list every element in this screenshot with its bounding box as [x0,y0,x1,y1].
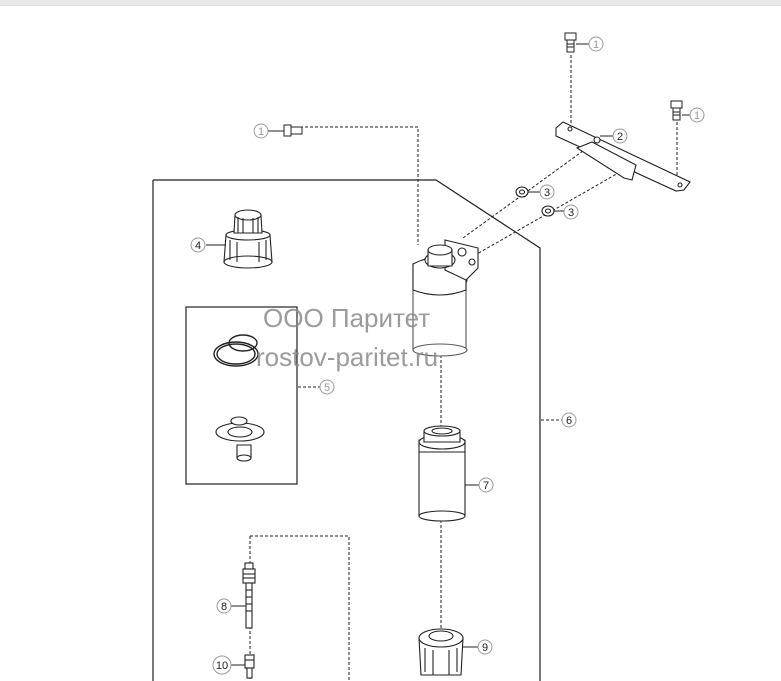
svg-text:10: 10 [216,660,228,672]
callout-9: 9 [477,639,493,655]
sensor-rod-icon [242,562,256,629]
svg-text:5: 5 [324,382,330,394]
kit-box [185,306,298,485]
callout-5: 5 [319,379,335,395]
water-bowl-icon [418,628,464,676]
top-bar [0,0,781,6]
svg-text:7: 7 [483,480,489,492]
bolt-left-icon [283,124,303,137]
watermark-company: ООО Паритет [263,303,431,333]
svg-text:1: 1 [258,126,264,138]
filter-element-icon [418,425,466,522]
seal-ring-icon [213,334,259,367]
callout-8: 8 [216,598,232,614]
drain-plug-icon [244,654,255,679]
bracket-icon [555,121,691,192]
svg-text:3: 3 [544,187,550,199]
filter-head-icon [412,239,479,357]
callout-6: 6 [561,412,577,428]
leader-lines [206,43,690,666]
gasket-icon [215,416,265,462]
callout-7: 7 [478,477,494,493]
svg-text:9: 9 [482,642,488,654]
bolt-top-icon [564,32,577,53]
dashed-box [250,535,350,681]
bolt-right-icon [670,100,683,121]
callout-4: 4 [190,237,206,253]
svg-text:4: 4 [195,240,201,252]
callout-3b: 3 [563,204,579,220]
callout-1b: 1 [689,107,705,123]
callout-1c: 1 [253,123,269,139]
callout-10: 10 [212,655,232,675]
svg-text:6: 6 [566,415,572,427]
svg-text:2: 2 [617,131,623,143]
svg-text:3: 3 [568,207,574,219]
svg-text:1: 1 [593,39,599,51]
svg-text:8: 8 [221,601,227,613]
svg-text:1: 1 [694,110,700,122]
washer-icon [515,186,555,217]
watermark-url: rostov-paritet.ru [256,342,439,372]
callout-1a: 1 [588,36,604,52]
assembly-frame [152,179,541,681]
ring-nut-icon [223,209,273,269]
callout-3a: 3 [539,184,555,200]
callout-2: 2 [612,128,628,144]
